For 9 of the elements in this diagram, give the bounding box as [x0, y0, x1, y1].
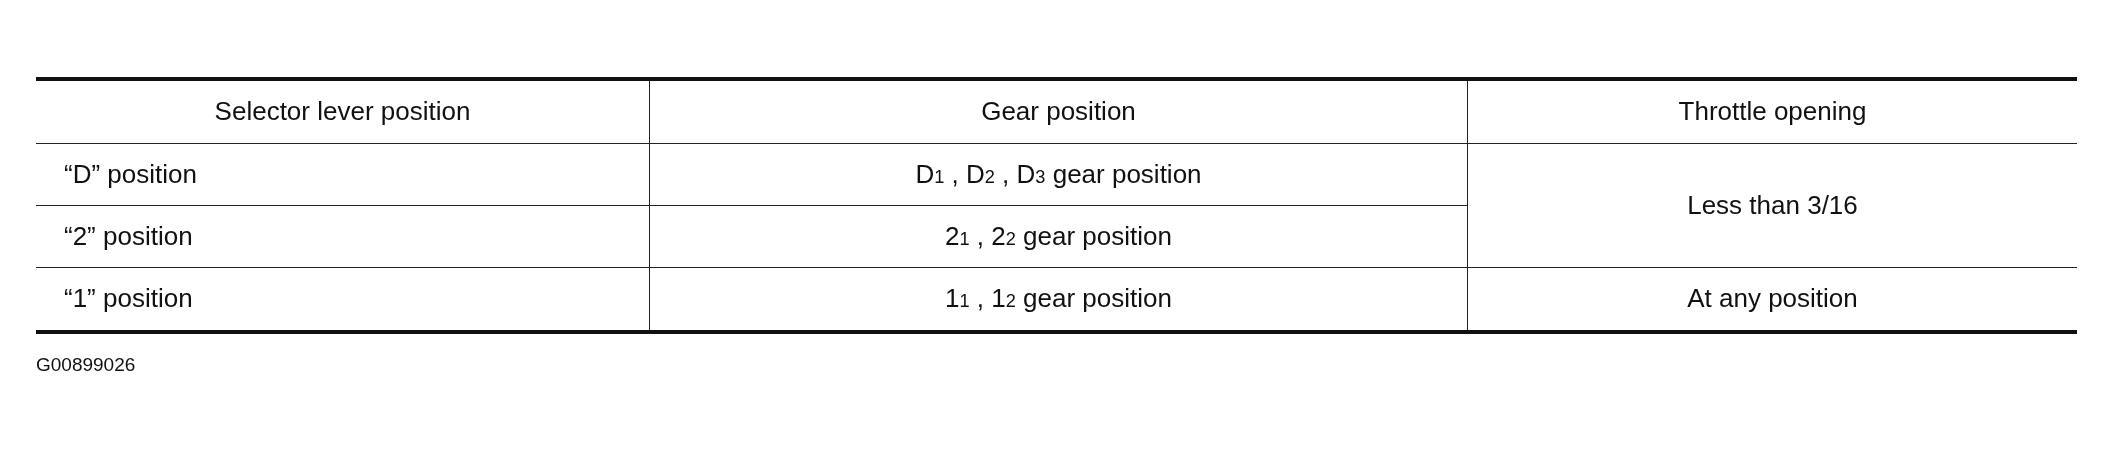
table-text: Less than 3/16: [1687, 189, 1858, 222]
column-header: Gear position: [981, 96, 1136, 128]
figure-code: G00899026: [36, 354, 136, 376]
table-text: “D” position: [64, 158, 197, 191]
table-text: “2” position: [64, 220, 193, 253]
column-header: Throttle opening: [1678, 96, 1867, 128]
table-text: “1” position: [64, 283, 193, 315]
column-header: Selector lever position: [214, 96, 471, 128]
table-text: At any position: [1687, 283, 1858, 315]
